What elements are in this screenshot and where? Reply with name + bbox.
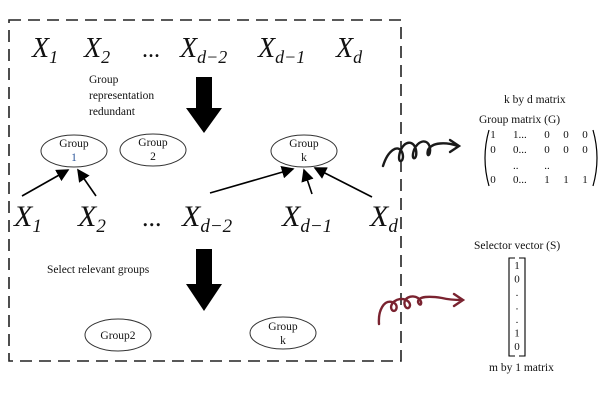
group-matrix-cell: 0 (563, 129, 569, 141)
selector-cell: . (516, 287, 519, 299)
down-arrow-1 (186, 77, 222, 133)
selector-right-bracket (519, 257, 526, 357)
svg-text:k: k (301, 152, 307, 164)
selector-cells: 10...10 (514, 260, 520, 353)
svg-text:redundant: redundant (89, 106, 136, 118)
group-node-2: Group 2 (119, 133, 187, 167)
selector-cell: 0 (514, 274, 520, 286)
top-variable-row: X1 X2 ... Xd−2 Xd−1 Xd (31, 33, 363, 67)
squiggle-arrow-1 (381, 138, 462, 168)
svg-text:2: 2 (150, 151, 156, 163)
top-var-xd-2: Xd−2 (179, 33, 227, 67)
svg-text:Group: Group (289, 138, 319, 150)
selector-dims: m by 1 matrix (489, 362, 554, 374)
group-matrix-cell: 0 (563, 144, 569, 156)
squiggle-arrow-2 (377, 292, 466, 326)
svg-text:Group: Group (138, 137, 168, 149)
group-matrix-cell: 0 (490, 144, 496, 156)
selector-title: Selector vector (S) (474, 240, 560, 252)
top-var-x2: X2 (83, 33, 110, 67)
group-matrix-dims: k by d matrix (504, 94, 566, 106)
arrow-xd-to-groupk (313, 167, 373, 198)
group-matrix-cell: 0 (544, 144, 550, 156)
group-matrix-cell: 0 (582, 144, 588, 156)
group-matrix-cell: 1... (513, 129, 527, 141)
bottom-var-x1: X1 (13, 200, 42, 237)
group-matrix-cell: 1 (544, 174, 550, 186)
group-matrix-cell: 0... (513, 174, 527, 186)
arrow-x1-to-group1 (21, 169, 70, 197)
group-matrix-cell: .. (544, 160, 550, 172)
bottom-var-x2: X2 (77, 200, 106, 237)
group-matrix-cell: 0... (513, 144, 527, 156)
svg-text:Group2: Group2 (100, 330, 135, 342)
bottom-variable-row: X1 X2 ... Xd−2 Xd−1 Xd (13, 200, 398, 237)
group-matrix-left-paren (484, 129, 490, 187)
bottom-ellipsis: ... (142, 203, 162, 232)
group-matrix-cell: 0 (582, 129, 588, 141)
group-matrix-cell: 1 (582, 174, 588, 186)
arrow-x2-to-group1 (77, 168, 97, 197)
svg-text:k: k (280, 335, 286, 347)
group-matrix-title: Group matrix (G) (479, 114, 560, 126)
group-matrix-cell: .. (513, 160, 519, 172)
selector-cell: 1 (514, 260, 520, 272)
group-matrix-cell: 1 (563, 174, 569, 186)
top-ellipsis: ... (142, 37, 160, 63)
top-var-xd-1: Xd−1 (257, 33, 305, 67)
step1-label: Group representation redundant (89, 74, 154, 118)
down-arrow-2 (186, 249, 222, 311)
group-matrix-cell: 0 (544, 129, 550, 141)
group-matrix-panel: k by d matrix Group matrix (G) 1 1... 0 0 0 0… (479, 94, 598, 187)
selector-cell: . (516, 314, 519, 326)
group-matrix-right-paren (592, 129, 598, 187)
svg-text:Group: Group (89, 74, 119, 86)
arrow-xd2-to-groupk (209, 165, 295, 194)
step2-label: Select relevant groups (47, 264, 150, 276)
bottom-var-xd-1: Xd−1 (281, 200, 332, 237)
svg-text:1: 1 (71, 152, 77, 164)
top-var-x1: X1 (31, 33, 58, 67)
selected-group-2: Group2 (84, 318, 152, 352)
selector-vector-panel: Selector vector (S) 10...10 m by 1 matri… (474, 240, 560, 374)
membership-arrows (21, 165, 373, 198)
arrow-xd1-to-groupk (301, 168, 314, 195)
svg-text:Group: Group (268, 321, 298, 333)
bottom-var-xd: Xd (369, 200, 398, 237)
group-matrix-cell: 0 (490, 174, 496, 186)
svg-text:representation: representation (89, 90, 154, 102)
group-node-1: Group 1 (40, 134, 108, 168)
selector-cell: 0 (514, 341, 520, 353)
group-node-k: Group k (270, 134, 338, 168)
selector-cell: . (516, 301, 519, 313)
top-var-xd: Xd (335, 33, 363, 67)
selected-group-k: Group k (249, 316, 317, 350)
group-matrix-cell: 1 (490, 129, 496, 141)
selector-left-bracket (508, 257, 515, 357)
group-matrix-cells: 1 1... 0 0 0 0 0... 0 0 0.... 0 0... 1 1 1 (490, 129, 588, 186)
dashed-frame (8, 19, 402, 362)
bottom-var-xd-2: Xd−2 (181, 200, 233, 237)
selector-cell: 1 (514, 328, 520, 340)
svg-text:Group: Group (59, 138, 89, 150)
